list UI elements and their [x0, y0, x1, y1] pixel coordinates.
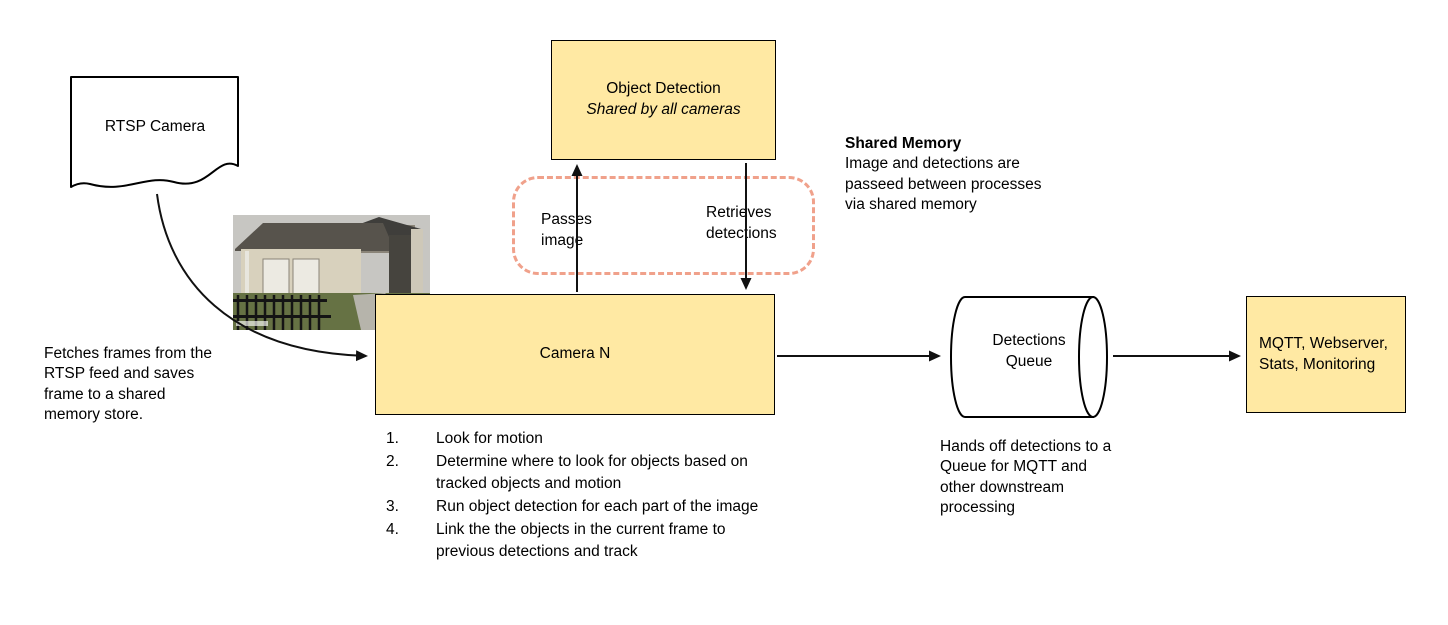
camera-n-node: Camera N [375, 294, 775, 415]
object-detection-subtitle: Shared by all cameras [586, 101, 741, 118]
camera-n-label: Camera N [539, 345, 611, 363]
camera-steps-list: 1. Look for motion 2. Determine where to… [380, 428, 781, 563]
shared-memory-body: Image and detections are passeed between… [845, 155, 1042, 214]
step-text: Link the the objects in the current fram… [436, 521, 726, 560]
rtsp-camera-shape-svg [70, 76, 239, 188]
note-handoff: Hands off detections to a Queue for MQTT… [940, 438, 1112, 517]
rtsp-camera-shape: RTSP Camera [68, 74, 242, 210]
passes-image-label: Passes image [541, 211, 592, 249]
object-detection-node: Object Detection Shared by all cameras [551, 40, 776, 160]
note-shared-memory: Shared Memory Image and detections are p… [845, 134, 1060, 216]
object-detection-title: Object Detection [606, 80, 721, 98]
step-text: Run object detection for each part of th… [436, 498, 759, 515]
shared-memory-dashed-box [512, 176, 815, 275]
mqtt-node: MQTT, Webserver, Stats, Monitoring [1246, 296, 1406, 413]
detections-queue-label: Detections Queue [992, 332, 1066, 370]
rtsp-camera-label: RTSP Camera [104, 118, 206, 135]
note-fetch: Fetches frames from the RTSP feed and sa… [44, 345, 212, 424]
step-text: Look for motion [436, 430, 543, 447]
step-number: 1. [386, 430, 399, 447]
mqtt-label: MQTT, Webserver, Stats, Monitoring [1259, 334, 1388, 373]
step-number: 4. [386, 521, 399, 538]
queue-cylinder-icon [950, 296, 1108, 418]
retrieves-detections-label: Retrieves detections [706, 204, 777, 242]
shared-memory-title: Shared Memory [845, 135, 962, 152]
detections-queue-node: Detections Queue [945, 291, 1115, 423]
step-number: 2. [386, 453, 399, 470]
step-text: Determine where to look for objects base… [436, 453, 748, 492]
step-number: 3. [386, 498, 399, 515]
